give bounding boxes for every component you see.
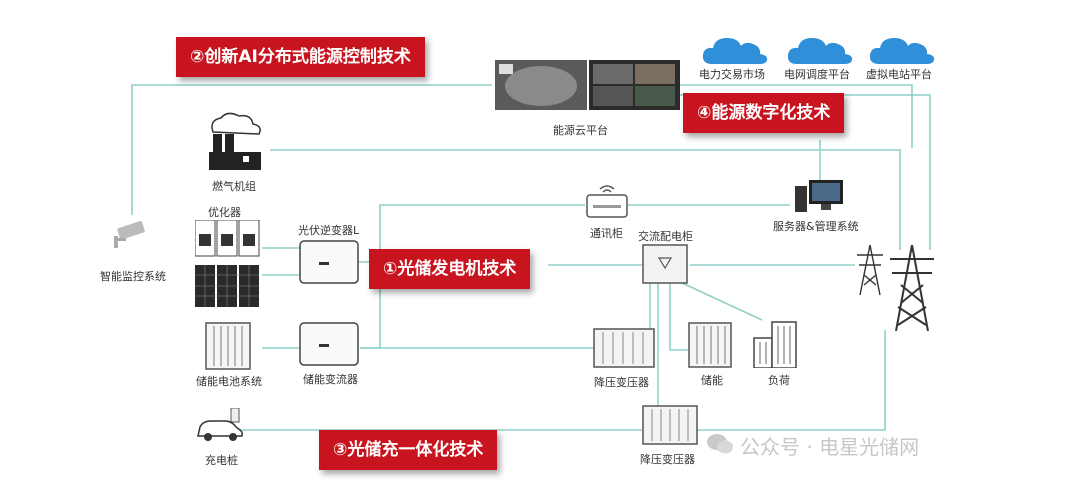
tower-large bbox=[888, 244, 936, 335]
cloud-icon bbox=[702, 38, 768, 64]
load-buildings bbox=[752, 318, 800, 372]
pcs-label: 储能变流器 bbox=[303, 373, 358, 386]
cloud-icon bbox=[869, 38, 935, 64]
monitor-camera bbox=[112, 218, 152, 252]
solar-panel-icon bbox=[195, 265, 259, 307]
comm-cabinet bbox=[585, 183, 629, 223]
transformer-2 bbox=[642, 405, 698, 449]
factory-icon bbox=[209, 112, 261, 170]
battery-system bbox=[205, 322, 251, 374]
server-system bbox=[795, 180, 845, 216]
banner-pv-storage: ①光储发电机技术 bbox=[369, 249, 531, 289]
cloud-icon bbox=[787, 38, 853, 64]
cloud-label: 电力交易市场 bbox=[699, 68, 765, 81]
battery-label: 储能电池系统 bbox=[196, 375, 262, 388]
transformer-1-label: 降压变压器 bbox=[594, 376, 649, 389]
pv-inverter bbox=[299, 240, 359, 288]
battery-cabinet-icon bbox=[688, 322, 732, 368]
optimizer-icon bbox=[194, 219, 260, 257]
optimizer-label: 优化器 bbox=[208, 206, 241, 219]
car-icon bbox=[197, 407, 243, 441]
transformer-2-label: 降压变压器 bbox=[640, 453, 695, 466]
cloud-power-market: 电力交易市场 bbox=[695, 34, 775, 81]
monitor-screens-icon bbox=[495, 60, 680, 110]
server-icon bbox=[795, 180, 843, 212]
cloud-grid-dispatch: 电网调度平台 bbox=[780, 34, 860, 81]
inverter-icon bbox=[299, 322, 359, 366]
cloud-platform-screens bbox=[495, 60, 680, 110]
cabinet-icon bbox=[642, 244, 688, 284]
wechat-icon bbox=[706, 432, 734, 460]
storage-pcs bbox=[299, 322, 359, 370]
server-label: 服务器&管理系统 bbox=[773, 220, 859, 233]
gas-unit-label: 燃气机组 bbox=[212, 180, 256, 193]
load-label: 负荷 bbox=[768, 374, 790, 387]
optimizer-array bbox=[194, 219, 261, 262]
pylon-icon bbox=[890, 244, 934, 332]
pv-inverter-label: 光伏逆变器L bbox=[298, 224, 360, 237]
inverter-icon bbox=[299, 240, 359, 284]
gas-unit bbox=[205, 112, 265, 174]
banner-pv-charge: ③光储充一体化技术 bbox=[319, 430, 498, 470]
cloud-label: 虚拟电站平台 bbox=[866, 68, 932, 81]
router-icon bbox=[586, 185, 628, 218]
watermark-text: 公众号 · 电星光储网 bbox=[740, 435, 920, 459]
battery-cabinet-icon bbox=[205, 322, 251, 370]
cloud-label: 电网调度平台 bbox=[784, 68, 850, 81]
monitor-system-label: 智能监控系统 bbox=[100, 270, 166, 283]
ac-cabinet bbox=[642, 244, 688, 288]
pylon-icon bbox=[857, 244, 883, 296]
charging-car bbox=[195, 407, 245, 448]
building-icon bbox=[753, 321, 797, 369]
cloud-virtual-plant: 虚拟电站平台 bbox=[862, 34, 942, 81]
container-icon bbox=[593, 328, 655, 368]
comm-cabinet-label: 通讯柜 bbox=[590, 227, 623, 240]
tower-small bbox=[855, 244, 885, 299]
storage-unit bbox=[688, 322, 732, 372]
banner-digital: ④能源数字化技术 bbox=[683, 93, 845, 133]
container-icon bbox=[642, 405, 698, 445]
storage-label: 储能 bbox=[701, 374, 723, 387]
charger-label: 充电桩 bbox=[205, 454, 238, 467]
ac-cabinet-label: 交流配电柜 bbox=[638, 230, 693, 243]
camera-icon bbox=[114, 221, 145, 248]
transformer-1 bbox=[593, 328, 655, 372]
cloud-platform-label: 能源云平台 bbox=[553, 124, 608, 137]
banner-ai-control: ②创新AI分布式能源控制技术 bbox=[176, 37, 425, 77]
pv-panel-array bbox=[195, 265, 261, 311]
